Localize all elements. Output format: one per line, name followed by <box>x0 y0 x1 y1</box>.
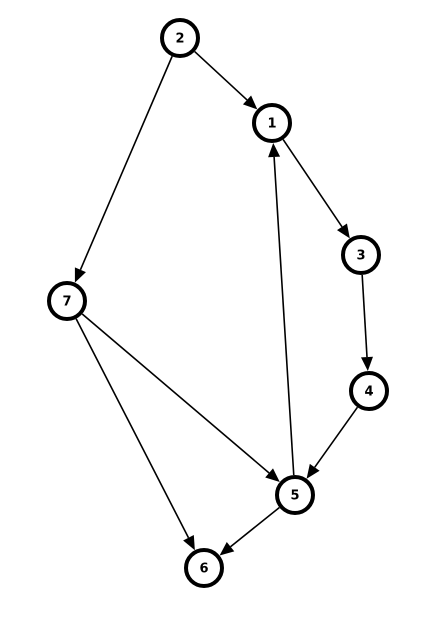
edge-line <box>273 156 295 476</box>
nodes-layer: 2 1 3 7 4 5 6 <box>47 18 389 588</box>
edge-2-to-1 <box>194 50 258 110</box>
arrowhead <box>219 542 235 556</box>
arrowhead <box>265 468 280 483</box>
node-4: 4 <box>349 371 389 411</box>
node-2: 2 <box>160 18 200 58</box>
node-label: 3 <box>356 249 365 264</box>
edge-line <box>75 318 190 539</box>
arrowhead <box>242 95 258 110</box>
edge-2-to-7 <box>74 56 173 283</box>
arrowhead <box>183 535 195 551</box>
arrowhead <box>337 223 350 239</box>
node-circle <box>341 235 381 275</box>
edge-4-to-5 <box>306 406 359 479</box>
edge-line <box>194 50 248 101</box>
node-3: 3 <box>341 235 381 275</box>
node-circle <box>252 103 292 143</box>
arrowhead <box>361 356 373 372</box>
node-label: 4 <box>364 385 373 400</box>
arrowhead <box>74 267 86 283</box>
edge-line <box>314 406 359 468</box>
node-label: 1 <box>267 117 276 132</box>
arrowhead <box>306 463 320 479</box>
node-circle <box>275 475 315 515</box>
edge-7-to-5 <box>81 313 280 483</box>
node-circle <box>160 18 200 58</box>
edge-line <box>230 506 280 548</box>
node-label: 5 <box>290 489 299 504</box>
edges-layer <box>74 50 373 556</box>
node-circle <box>184 548 224 588</box>
node-1: 1 <box>252 103 292 143</box>
edge-line <box>79 56 173 271</box>
edge-1-to-3 <box>282 139 350 239</box>
node-5: 5 <box>275 475 315 515</box>
node-6: 6 <box>184 548 224 588</box>
edge-line <box>361 274 368 358</box>
node-label: 6 <box>199 562 208 577</box>
node-circle <box>349 371 389 411</box>
edge-7-to-6 <box>75 318 195 551</box>
edge-3-to-4 <box>361 274 373 372</box>
arrowhead <box>268 142 281 158</box>
node-7: 7 <box>47 281 87 321</box>
edge-5-to-1 <box>268 142 295 476</box>
node-label: 7 <box>62 295 71 310</box>
edge-5-to-6 <box>219 506 280 556</box>
node-label: 2 <box>175 32 184 47</box>
edge-line <box>282 139 343 228</box>
edge-line <box>81 313 270 474</box>
node-circle <box>47 281 87 321</box>
